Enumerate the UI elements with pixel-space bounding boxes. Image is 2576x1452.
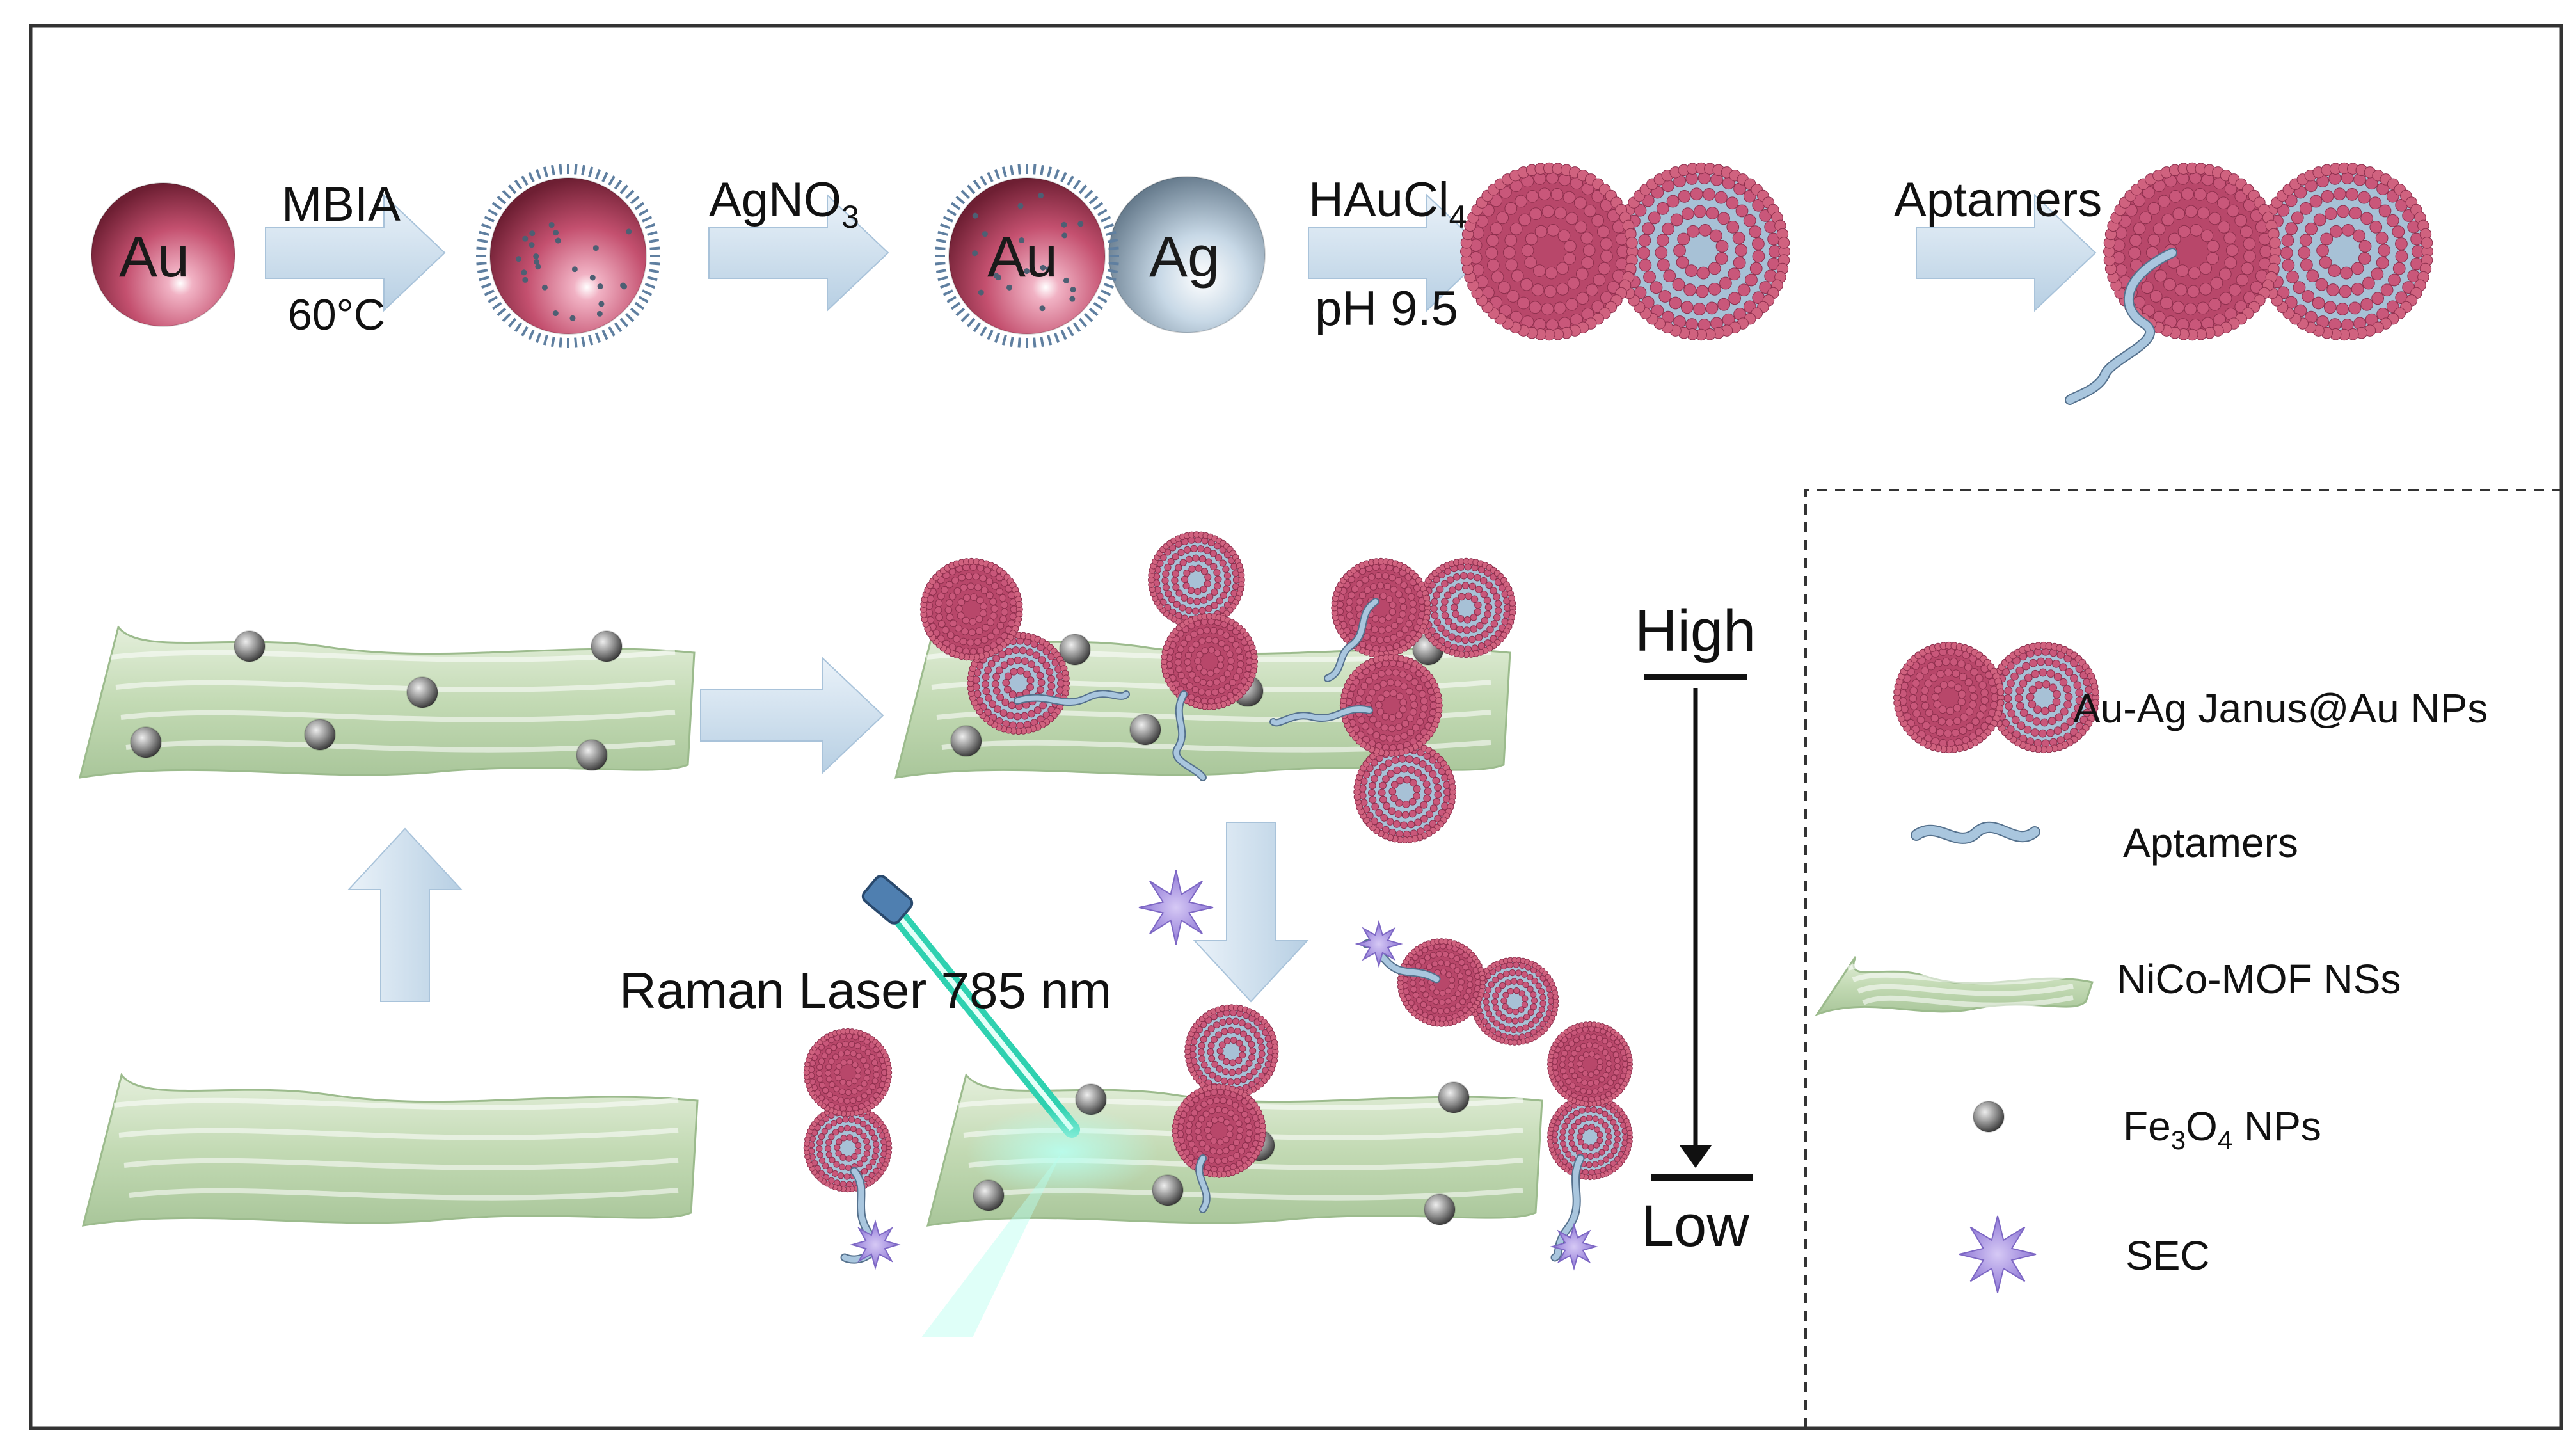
probe-top-1 [919, 557, 1070, 735]
legend-janus-np-icon [1893, 641, 2100, 754]
step2-reagent-sub: 3 [841, 199, 859, 235]
step3-reagent-main: HAuCl [1308, 173, 1449, 227]
scale-arrow-head [1680, 1145, 1712, 1168]
arrow-regenerate [347, 827, 463, 1002]
sec-star-bound-left [850, 1219, 901, 1270]
aptamer-top-2 [1172, 690, 1207, 781]
fe3o4-sub2: 4 [2217, 1125, 2233, 1155]
probe-free-right-2 [1546, 1021, 1634, 1181]
au-label-1: Au [119, 225, 190, 289]
aptamer-bottom-1 [1195, 1154, 1211, 1213]
aptamer-tail-step4 [2065, 248, 2177, 405]
mbia-ligand-shell-2 [935, 164, 1119, 348]
legend-label-sec: SEC [2126, 1233, 2210, 1279]
aptamer-top-1 [1014, 690, 1130, 706]
fe3o4-part2: O [2186, 1103, 2218, 1149]
fe3o4-np [1424, 1193, 1456, 1225]
fe3o4-np [406, 676, 438, 708]
aptamer-top-4 [1269, 705, 1373, 727]
mbia-dots-2 [972, 193, 1084, 312]
fe3o4-np [304, 719, 336, 751]
step2-reagent: AgNO3 [709, 173, 859, 235]
au-np-bare [91, 182, 235, 327]
probe-bottom-1 [1172, 1004, 1279, 1178]
legend-label-mof: NiCo-MOF NSs [2117, 956, 2401, 1002]
fe3o4-np [234, 630, 266, 662]
step2-reagent-main: AgNO [709, 173, 841, 227]
fe3o4-np [1438, 1081, 1470, 1113]
fe3o4-part3: NPs [2232, 1103, 2321, 1149]
laser-head-icon [861, 875, 914, 925]
au-label-3: Au [987, 225, 1058, 289]
legend-label-fe3o4: Fe3O4 NPs [2123, 1106, 2321, 1154]
janus-au-np-step4 [2103, 162, 2433, 341]
fe3o4-np [130, 726, 162, 758]
janus-au-np-step3 [1460, 162, 1790, 341]
step3-reagent-sub: 4 [1449, 199, 1467, 235]
arrow-step1 [265, 193, 446, 312]
probe-free-left [803, 1028, 893, 1193]
au-np-janus [948, 177, 1106, 335]
arrow-detect [1193, 822, 1309, 1003]
fe3o4-part1: Fe [2123, 1103, 2171, 1149]
legend-label-aptamers: Aptamers [2123, 820, 2298, 866]
scale-high-label: High [1635, 598, 1756, 664]
mof-sheet-bottom-left [81, 1073, 699, 1227]
legend-dashed-box [1804, 489, 2561, 1428]
step1-condition: 60°C [288, 291, 385, 339]
laser-scatter-cone [921, 1152, 1062, 1337]
arrow-step2 [708, 193, 889, 312]
sec-star-bound-right1 [1355, 920, 1403, 968]
ag-label-3: Ag [1149, 225, 1220, 289]
legend-sec-star-icon [1959, 1215, 2037, 1293]
arrow-capture [700, 656, 884, 775]
probe-top-2 [1147, 531, 1259, 710]
fe3o4-np [1152, 1174, 1184, 1206]
sec-star-free [1138, 870, 1214, 945]
fe3o4-np [950, 725, 982, 757]
outer-frame [29, 24, 2563, 1430]
arrow-step3 [1308, 193, 1489, 312]
fe3o4-np [591, 630, 623, 662]
legend-label-janus: Au-Ag Janus@Au NPs [2073, 685, 2488, 731]
legend-mof-sheet-icon [1815, 956, 2094, 1016]
step4-reagent: Aptamers [1894, 173, 2103, 227]
scale-low-label: Low [1641, 1193, 1749, 1259]
mbia-ligand-shell-1 [476, 164, 660, 348]
laser-scatter-glow [966, 1107, 1158, 1197]
mbia-dots-1 [515, 222, 632, 321]
probe-free-right-1 [1397, 938, 1559, 1046]
step1-reagent: MBIA [282, 177, 401, 232]
au-np-mbia [489, 177, 647, 335]
fe3o4-np [1059, 634, 1091, 666]
sec-star-bound-right2 [1550, 1222, 1598, 1271]
laser-beam-core [890, 907, 1074, 1131]
legend-aptamer-icon [1911, 821, 2040, 844]
aptamer-top-3 [1324, 598, 1379, 682]
step3-reagent: HAuCl4 [1308, 173, 1467, 235]
arrow-step4 [1916, 193, 2097, 312]
legend-fe3o4-np-icon [1973, 1101, 2005, 1133]
step3-condition: pH 9.5 [1315, 282, 1458, 336]
raman-laser-label: Raman Laser 785 nm [619, 962, 1112, 1019]
probe-top-4 [1339, 654, 1457, 843]
fe3o4-np [1129, 714, 1161, 746]
mof-sheet-top-left [78, 625, 696, 779]
fe3o4-sub1: 3 [2170, 1125, 2186, 1155]
fe3o4-np [576, 739, 608, 771]
aptamer-free-right-2 [1550, 1154, 1585, 1262]
